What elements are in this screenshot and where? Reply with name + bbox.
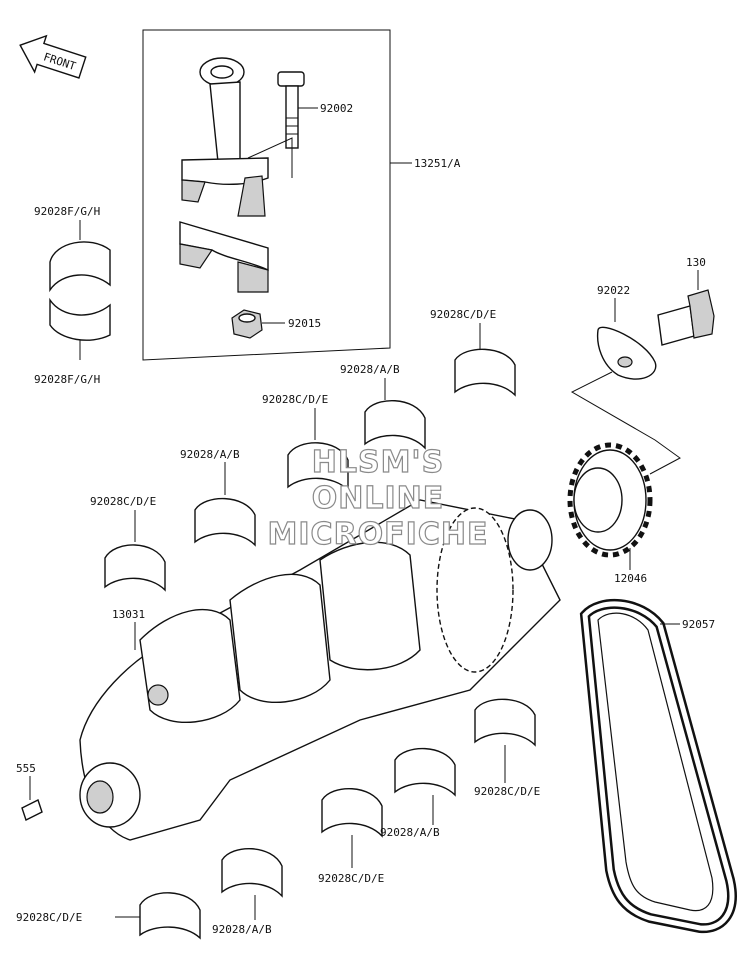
callout-92028AB-1: 92028/A/B	[340, 363, 400, 376]
callout-92028CDE-1: 92028C/D/E	[430, 308, 496, 321]
callout-92057: 92057	[682, 618, 715, 631]
gear-bolt	[657, 289, 715, 346]
front-arrow: FRONT	[19, 34, 87, 79]
bearing-shell-cde-3	[104, 544, 166, 592]
bearing-shell-cde-4	[474, 698, 536, 747]
callout-92028AB-3: 92028/A/B	[380, 826, 440, 839]
bearing-shell-ab-3	[394, 747, 456, 797]
callout-92028CDE-4: 92028C/D/E	[474, 785, 540, 798]
bearing-shell-cde-5	[321, 788, 383, 838]
bearing-shell-fgh-lower	[49, 297, 111, 341]
bearing-shell-ab-2	[194, 497, 256, 547]
callout-92015: 92015	[288, 317, 321, 330]
callout-92028AB-2: 92028/A/B	[180, 448, 240, 461]
cam-chain	[579, 598, 737, 934]
dowel-pin	[21, 799, 43, 821]
bearing-shell-ab-1	[364, 400, 426, 450]
connecting-rod	[181, 57, 269, 217]
watermark-line-2: ONLINE	[312, 481, 445, 516]
bearing-shell-cde-2	[287, 442, 349, 492]
primary-gear	[567, 442, 653, 558]
crankshaft	[79, 499, 561, 841]
callout-92028CDE-5: 92028C/D/E	[318, 872, 384, 885]
bearing-shell-fgh-upper	[49, 241, 111, 293]
callout-555: 555	[16, 762, 36, 775]
conrod-nut	[231, 309, 263, 339]
washer	[596, 326, 657, 380]
callout-13031: 13031	[112, 608, 145, 621]
callout-92022: 92022	[597, 284, 630, 297]
callout-130: 130	[686, 256, 706, 269]
watermark: HLSM'S ONLINE MICROFICHE	[267, 444, 489, 552]
watermark-line-1: HLSM'S	[312, 445, 444, 480]
callout-92028CDE-6: 92028C/D/E	[16, 911, 82, 924]
bearing-shell-ab-4	[221, 848, 283, 898]
callout-92002: 92002	[320, 102, 353, 115]
callout-92028AB-4: 92028/A/B	[212, 923, 272, 936]
callout-92028CDE-3: 92028C/D/E	[90, 495, 156, 508]
watermark-line-3: MICROFICHE	[268, 517, 489, 552]
callout-92028FGH-bottom: 92028F/G/H	[34, 373, 100, 386]
callout-12046: 12046	[614, 572, 647, 585]
callout-92028CDE-2: 92028C/D/E	[262, 393, 328, 406]
conrod-cap	[179, 221, 269, 293]
conrod-group-box	[142, 29, 391, 361]
bearing-shell-cde-6	[139, 892, 201, 940]
callout-92028FGH-top: 92028F/G/H	[34, 205, 100, 218]
bearing-shell-cde-1	[454, 348, 516, 397]
conrod-bolt	[277, 71, 305, 149]
callout-13251A: 13251/A	[414, 157, 461, 170]
